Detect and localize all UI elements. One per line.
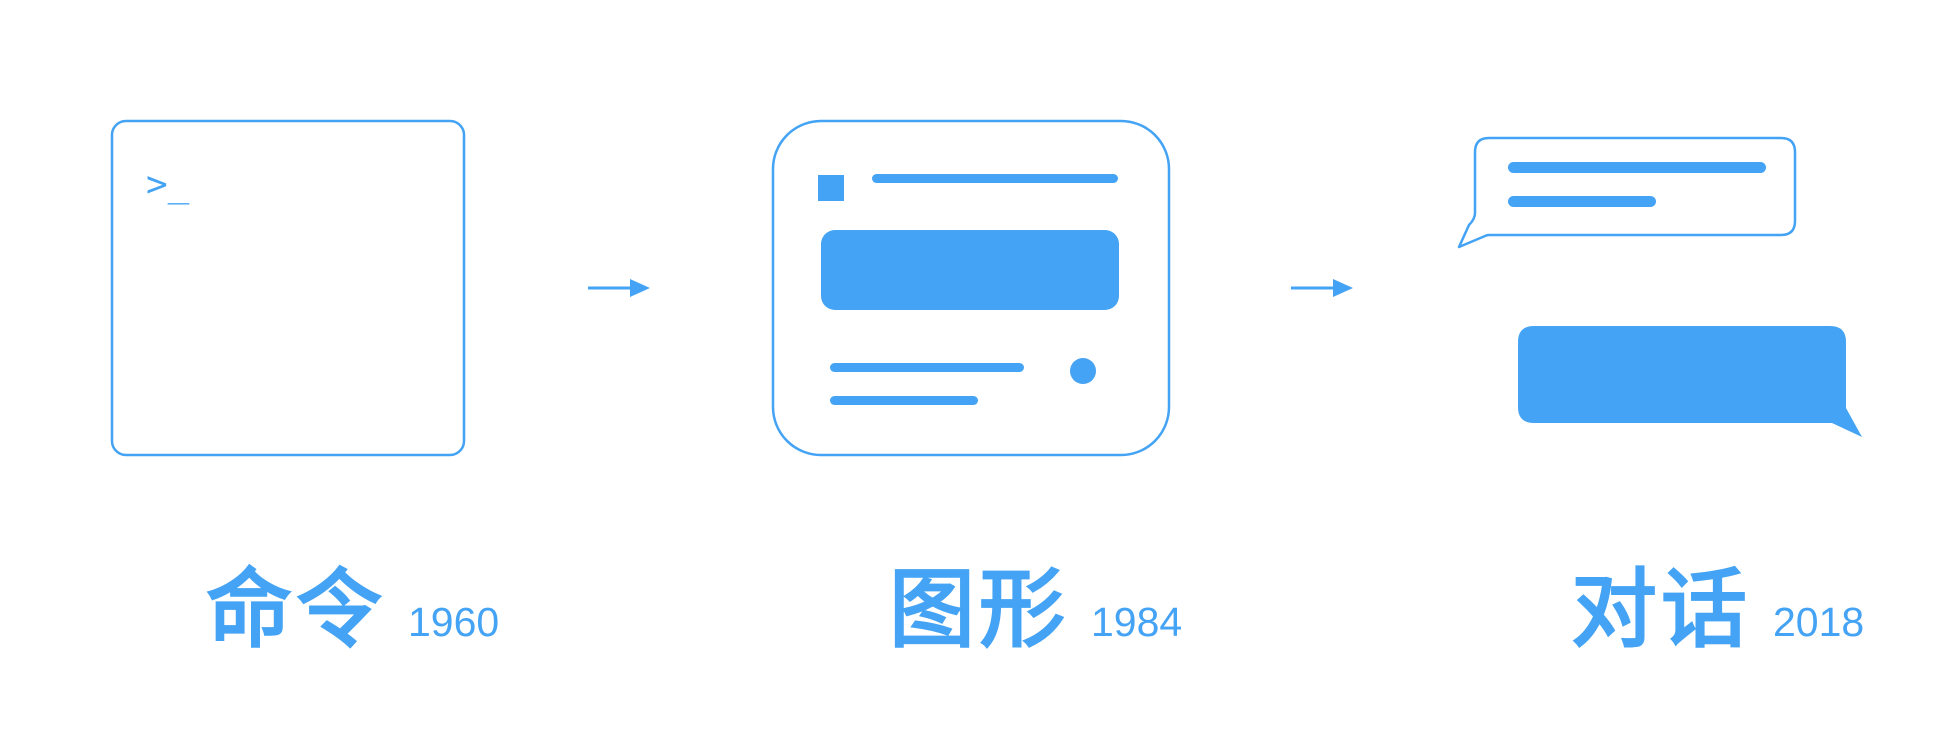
stage-year-label: 2018: [1773, 599, 1865, 645]
terminal-window-frame: [110, 119, 466, 457]
stage-year-label: 1984: [1091, 599, 1183, 645]
incoming-chat-bubble: [1457, 136, 1797, 249]
stage-year-label: 1960: [408, 599, 500, 645]
stage-name-label: 命令: [206, 560, 386, 660]
gui-window-frame: [771, 119, 1171, 457]
gui-text-line-1: [830, 363, 1024, 372]
outgoing-chat-bubble: [1518, 326, 1862, 437]
stage-name-label: 图形: [889, 560, 1069, 660]
stage-name-label: 对话: [1571, 560, 1751, 660]
chat-line-1: [1508, 162, 1766, 173]
arrow-right-icon: [588, 279, 650, 297]
chat-bubbles-icon: [1457, 136, 1862, 437]
gui-square-icon: [818, 175, 844, 201]
gui-window-icon: [771, 119, 1171, 457]
stage-caption-graphical: 图形 1984: [889, 548, 1182, 658]
chat-line-2: [1508, 196, 1656, 207]
gui-title-bar-line: [872, 174, 1118, 183]
gui-dot-icon: [1070, 358, 1096, 384]
stage-caption-conversation: 对话 2018: [1571, 548, 1864, 658]
arrow-right-icon: [1291, 279, 1353, 297]
gui-text-line-2: [830, 396, 978, 405]
stage-caption-command: 命令 1960: [206, 548, 499, 658]
gui-content-block: [821, 230, 1119, 310]
terminal-prompt: >_: [146, 164, 190, 205]
terminal-window-icon: >_: [110, 119, 466, 457]
